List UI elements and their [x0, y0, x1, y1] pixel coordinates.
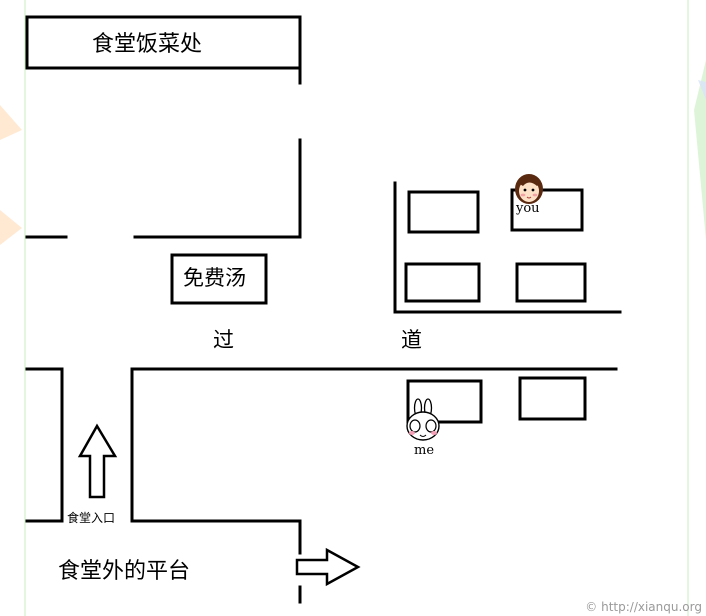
serving-counter-box	[25, 15, 302, 70]
aisle-label-right: 道	[401, 328, 422, 352]
table-you	[510, 188, 584, 232]
platform-label: 食堂外的平台	[58, 559, 191, 584]
you-label: you	[516, 201, 540, 216]
right-arrow-icon	[295, 547, 361, 587]
table-me	[406, 379, 483, 424]
me-label: me	[414, 443, 435, 458]
entrance-label: 食堂入口	[67, 511, 116, 525]
free-soup-box	[170, 253, 268, 305]
bunny-cover-face-icon	[406, 398, 440, 441]
table	[404, 262, 481, 303]
table	[518, 376, 587, 421]
up-arrow-icon	[77, 423, 118, 499]
free-soup-label: 免费汤	[183, 266, 246, 290]
girl-face-icon	[515, 174, 543, 204]
table	[407, 190, 480, 234]
serving-counter-label: 食堂饭菜处	[92, 32, 203, 57]
table	[515, 262, 587, 303]
watermark: © http://xianqu.org	[585, 600, 702, 614]
aisle-label-left: 过	[213, 328, 234, 352]
